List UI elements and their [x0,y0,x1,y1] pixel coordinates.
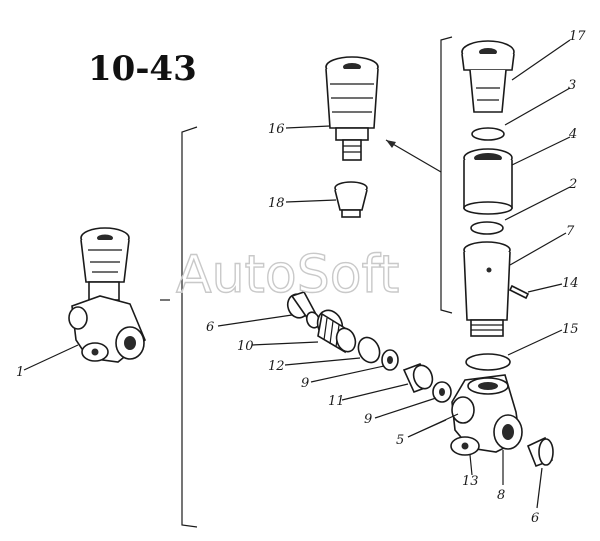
callout-15: 15 [562,322,579,337]
callout-1: 1 [16,365,24,380]
callout-9-lower: 9 [364,412,372,427]
callout-3: 3 [568,78,576,93]
part-15-washer [465,353,511,371]
leader-lines [23,39,571,509]
callout-9-upper: 9 [301,376,309,391]
assembly-arrow [385,139,442,173]
callout-16: 16 [268,122,285,137]
assembly-arrowhead [386,140,396,148]
callout-10: 10 [237,339,254,354]
part-9-upper [381,349,399,371]
part-6-cap-lower [526,436,554,468]
callout-14: 14 [562,276,579,291]
diagram-number: 10-43 [88,49,197,89]
part-11-bushing [402,362,434,394]
part-3-ring [471,127,505,141]
callout-2: 2 [568,177,577,192]
callout-6-lower: 6 [531,511,539,526]
callout-18: 18 [268,196,285,211]
callout-13: 13 [462,474,479,489]
part-9-lower [432,381,452,403]
callout-4: 4 [568,127,577,142]
part-10-fitting [316,309,357,354]
right-bracket [440,36,453,314]
callout-6-upper: 6 [206,320,214,335]
callout-12: 12 [268,359,285,374]
part-2-ring [470,221,504,235]
part-12-ring [357,336,381,364]
assembled-filter [68,227,146,363]
part-18-insert [334,181,368,218]
housing [450,374,523,456]
part-4-sleeve [463,148,513,215]
callout-17: 17 [569,29,586,44]
callout-8: 8 [497,488,505,503]
watermark: AutoSoft [176,245,399,305]
callout-11: 11 [328,394,345,409]
callout-5: 5 [396,433,404,448]
left-bracket [181,126,198,528]
part-16-filter-cup [325,56,379,161]
part-14-pin [508,284,530,300]
part-17-cap [461,40,515,113]
callout-7: 7 [566,224,575,239]
part-7-body [463,241,511,337]
